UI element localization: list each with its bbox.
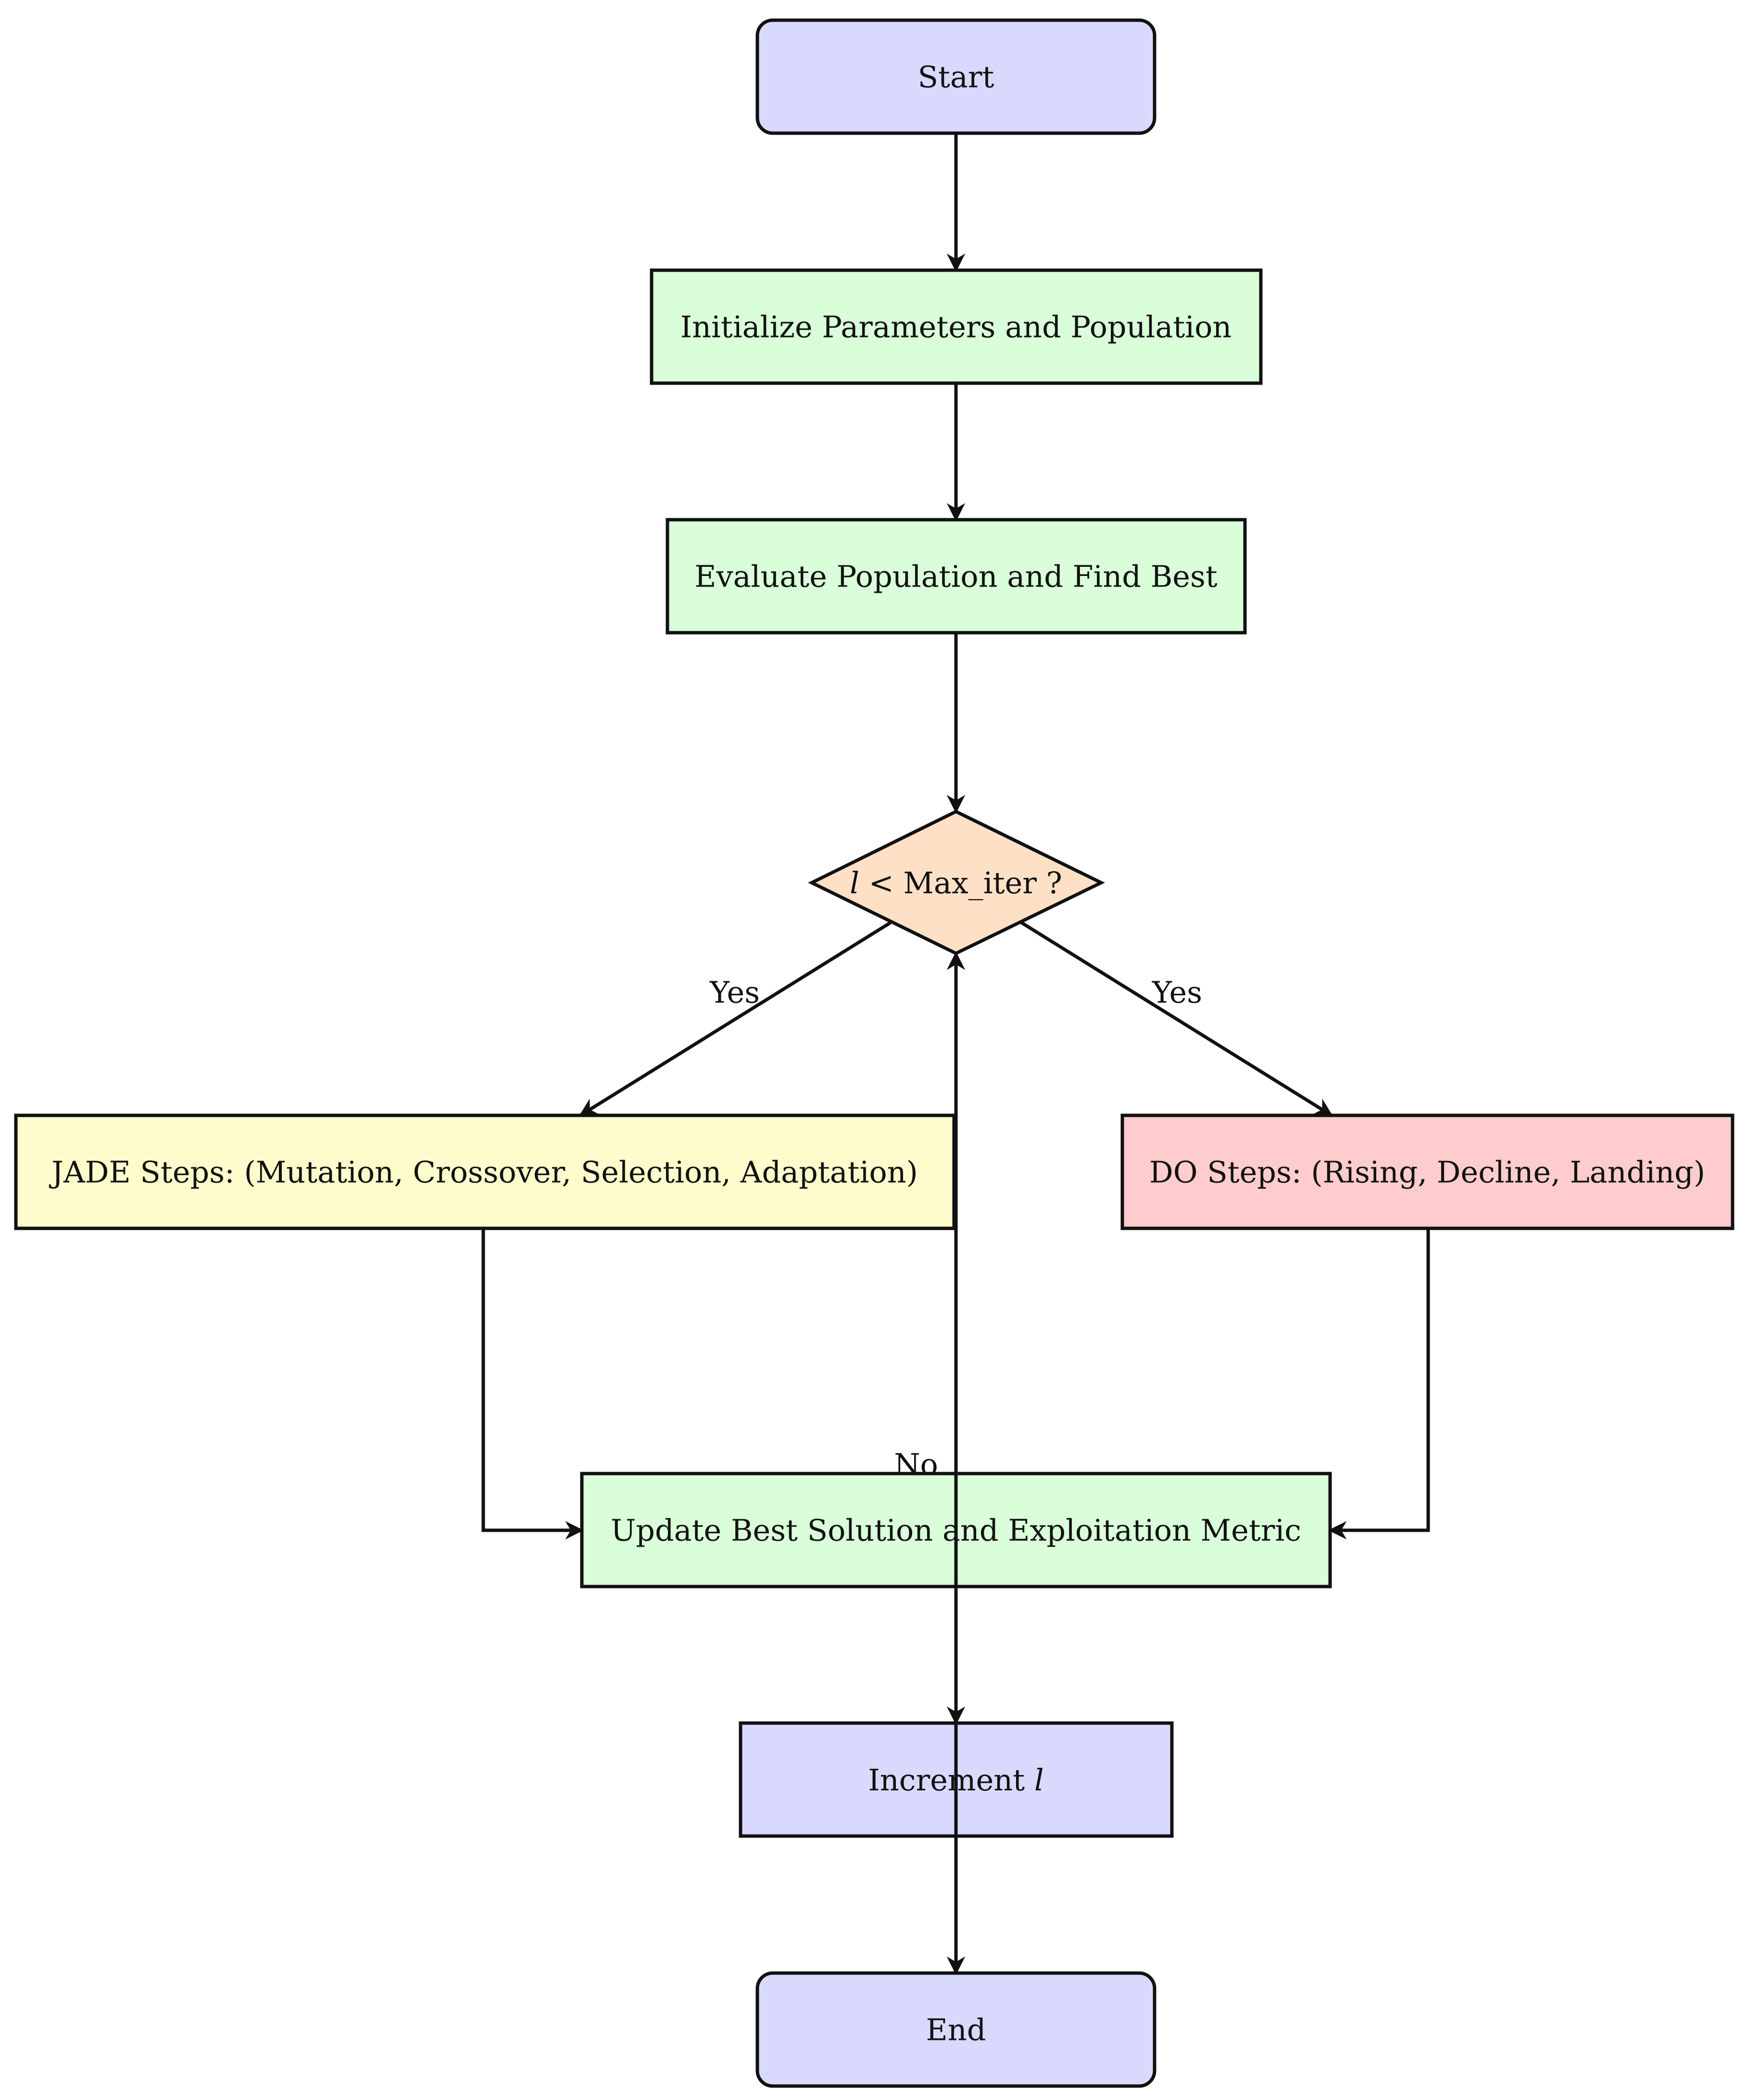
jade-node bbox=[14, 1113, 956, 1230]
decision-label: l < Max_iter ? bbox=[850, 865, 1062, 900]
init-node bbox=[650, 268, 1263, 385]
increment-prefix: Increment bbox=[868, 1762, 1034, 1798]
do-steps-node bbox=[1120, 1113, 1734, 1230]
increment-variable: l bbox=[1034, 1762, 1044, 1798]
jade-label: JADE Steps: (Mutation, Crossover, Select… bbox=[49, 1155, 918, 1190]
edge-jade-to-update bbox=[481, 1228, 584, 1540]
edge-decision-to-do bbox=[1020, 921, 1333, 1117]
edge-do-to-update bbox=[1328, 1228, 1430, 1540]
edge-label-yes-right: Yes bbox=[1152, 975, 1202, 1010]
end-label: End bbox=[926, 2012, 986, 2048]
edge-label-no: No bbox=[894, 1447, 938, 1482]
increment-label: Increment l bbox=[868, 1762, 1043, 1798]
init-label: Initialize Parameters and Population bbox=[680, 310, 1232, 345]
do-steps-label: DO Steps: (Rising, Decline, Landing) bbox=[1149, 1155, 1705, 1190]
edge-label-yes-left: Yes bbox=[709, 975, 760, 1010]
evaluate-label: Evaluate Population and Find Best bbox=[694, 559, 1217, 594]
start-label: Start bbox=[918, 60, 994, 95]
edge-decision-to-jade bbox=[578, 921, 892, 1117]
decision-condition: < Max_iter ? bbox=[859, 865, 1062, 900]
update-label: Update Best Solution and Exploitation Me… bbox=[611, 1513, 1301, 1548]
decision-variable: l bbox=[850, 865, 859, 900]
